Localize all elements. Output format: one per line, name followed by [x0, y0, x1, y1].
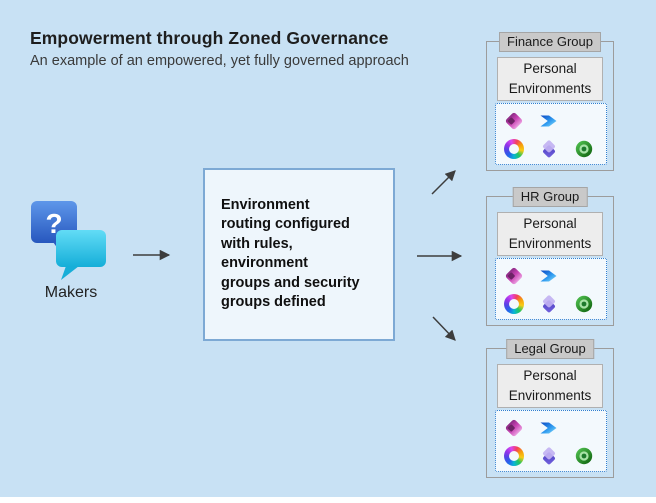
- dataverse-icon: [575, 295, 593, 313]
- power-automate-icon: [540, 115, 557, 127]
- icon-grid: [496, 259, 606, 314]
- icon-grid: [496, 411, 606, 466]
- copilot-icon: [504, 294, 524, 314]
- icon-grid: [496, 104, 606, 159]
- copilot-icon: [504, 139, 524, 159]
- center-box: Environment routing configured with rule…: [203, 168, 395, 341]
- dataverse-icon: [575, 140, 593, 158]
- center-box-text: Environment routing configured with rule…: [221, 197, 360, 311]
- page-subtitle: An example of an empowered, yet fully go…: [30, 53, 409, 69]
- power-apps-icon: [505, 267, 523, 285]
- copilot-icon: [504, 446, 524, 466]
- personal-environments-box: Personal Environments: [497, 364, 603, 408]
- svg-text:?: ?: [45, 208, 62, 239]
- environments-icons-panel: [495, 410, 607, 472]
- hr-group-card: HR Group Personal Environments: [486, 187, 614, 326]
- finance-group-card: Finance Group Personal Environments: [486, 32, 614, 171]
- makers-icon: ?: [31, 201, 106, 280]
- environments-icons-panel: [495, 258, 607, 320]
- power-pages-icon: [543, 140, 555, 158]
- arrow-to-finance: [431, 170, 456, 195]
- makers-label: Makers: [44, 284, 98, 301]
- chat-bubble-icon: [56, 230, 106, 280]
- power-automate-icon: [540, 422, 557, 434]
- dataverse-icon: [575, 447, 593, 465]
- power-pages-icon: [543, 447, 555, 465]
- power-apps-icon: [505, 112, 523, 130]
- page-title: Empowerment through Zoned Governance: [30, 28, 389, 48]
- personal-environments-box: Personal Environments: [497, 212, 603, 256]
- power-pages-icon: [543, 295, 555, 313]
- group-label: Finance Group: [499, 32, 601, 52]
- personal-environments-box: Personal Environments: [497, 57, 603, 101]
- power-apps-icon: [505, 419, 523, 437]
- environments-icons-panel: [495, 103, 607, 165]
- arrow-to-legal: [432, 316, 456, 341]
- power-automate-icon: [540, 270, 557, 282]
- group-label: HR Group: [512, 187, 588, 207]
- legal-group-card: Legal Group Personal Environments: [486, 339, 614, 478]
- group-label: Legal Group: [506, 339, 594, 359]
